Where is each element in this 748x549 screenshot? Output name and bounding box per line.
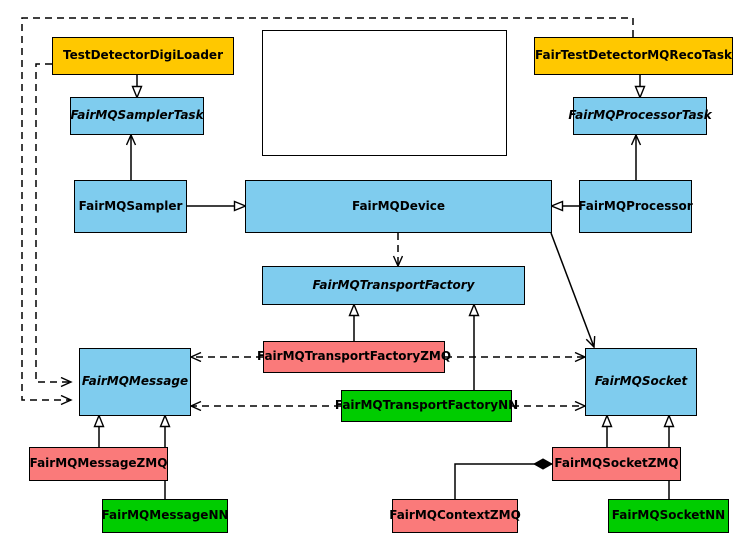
edge-recotask-uses-message <box>21 17 634 400</box>
class-node-fairmq-processor[interactable]: FairMQProcessor <box>578 180 693 233</box>
class-node-fairmq-transport-factory[interactable]: FairMQTransportFactory <box>262 266 525 305</box>
class-node-fairmq-socket-zmq[interactable]: FairMQSocketZMQ <box>552 447 681 481</box>
class-node-fairmq-device[interactable]: FairMQDevice <box>245 180 552 233</box>
class-node-fairmq-sampler[interactable]: FairMQSampler <box>74 180 187 233</box>
class-node-fairmq-transport-factory-zmq[interactable]: FairMQTransportFactoryZMQ <box>257 341 451 373</box>
class-node-fairmq-message-nn[interactable]: FairMQMessageNN <box>101 499 229 533</box>
class-node-fairmq-message[interactable]: FairMQMessage <box>79 348 191 416</box>
class-node-test-detector-digi-loader[interactable]: TestDetectorDigiLoader <box>52 37 234 75</box>
class-node-fairmq-transport-factory-nn[interactable]: FairMQTransportFactoryNN <box>335 390 518 422</box>
edge-device-uses-socket <box>550 232 594 347</box>
class-node-fairmq-sampler-task[interactable]: FairMQSamplerTask <box>70 97 204 135</box>
class-node-fairmq-context-zmq[interactable]: FairMQContextZMQ <box>389 499 521 533</box>
edge-socketzmq-composes-contextzmq <box>454 464 552 499</box>
edge-digiloader-uses-message <box>35 63 71 382</box>
class-node-fairmq-processor-task[interactable]: FairMQProcessorTask <box>568 97 712 135</box>
legend <box>262 30 507 156</box>
class-node-fairmq-socket[interactable]: FairMQSocket <box>585 348 697 416</box>
class-node-fairmq-socket-nn[interactable]: FairMQSocketNN <box>608 499 729 533</box>
class-node-fair-test-detector-mq-reco-task[interactable]: FairTestDetectorMQRecoTask <box>534 37 733 75</box>
class-node-fairmq-message-zmq[interactable]: FairMQMessageZMQ <box>29 447 168 481</box>
